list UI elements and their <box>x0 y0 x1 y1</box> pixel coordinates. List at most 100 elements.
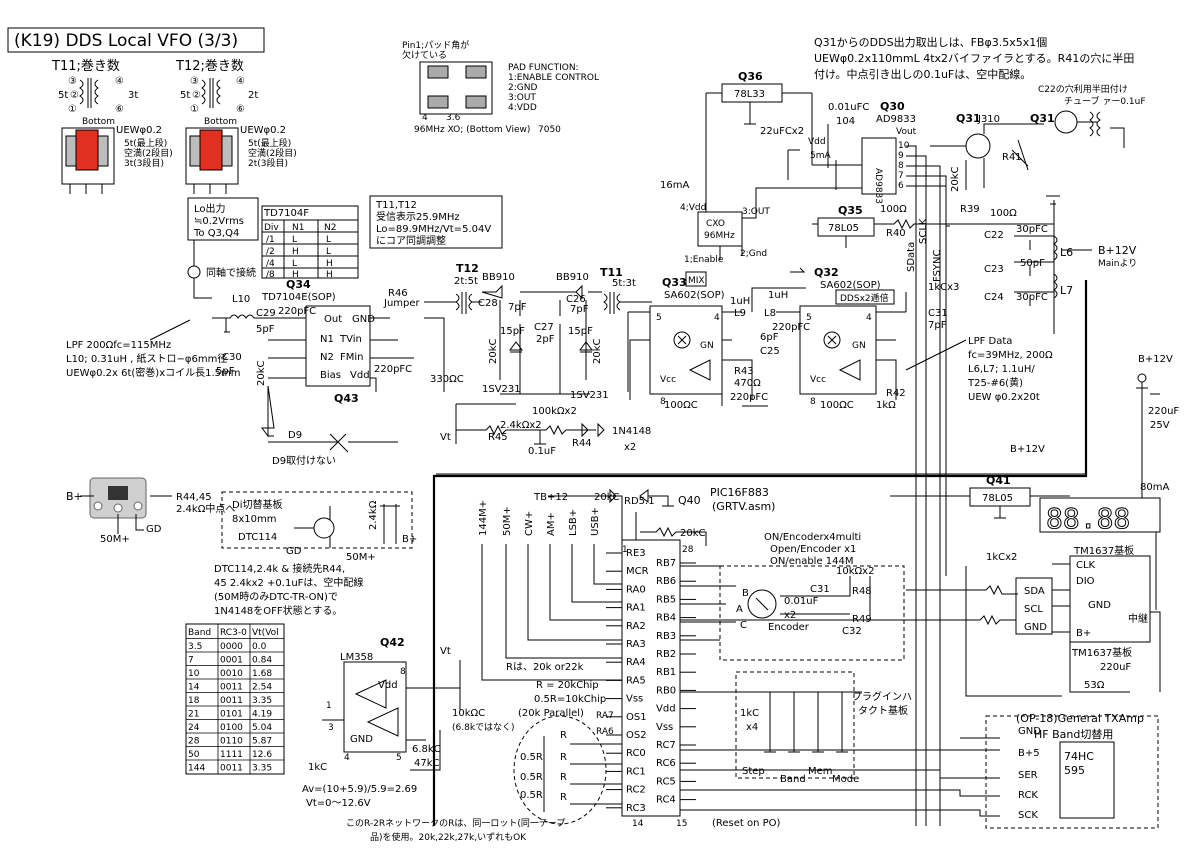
c22-label: C22 <box>984 230 1004 241</box>
signal-wires <box>424 185 950 407</box>
band-table-cell: 0100 <box>220 723 243 733</box>
c29-label: C29 <box>256 308 276 319</box>
title-box <box>7 27 265 53</box>
q34-part: TD7104E(SOP) <box>261 292 336 303</box>
tube-note: チューブ ァー0.1uF <box>1064 95 1146 107</box>
pic-pin-right: Vss <box>656 722 673 733</box>
t11-title: T11;巻き数 <box>51 59 120 74</box>
pic-pin-left: MCR <box>626 566 649 577</box>
c-7p-1: 7pF <box>508 302 527 313</box>
r-100-q31: 100Ω <box>990 208 1017 219</box>
tm1637-label-a: TM1637基板 <box>1073 544 1134 557</box>
lpf-data-note: LPF Data fc=39MHz, 200Ω L6,L7; 1.1uH/ T2… <box>905 336 1053 403</box>
r2r-r2: R <box>560 752 567 763</box>
dds-pin8: 8 <box>898 161 904 171</box>
seven-seg-display <box>1039 497 1161 533</box>
l7-label: L7 <box>1060 284 1073 297</box>
q43-label: Q43 <box>334 392 359 405</box>
svg-text:2.4kΩ: 2.4kΩ <box>368 500 379 530</box>
q36-label: Q36 <box>738 70 763 83</box>
td7104-cell: L <box>326 247 331 257</box>
pic-pin-right: RC5 <box>656 776 676 787</box>
r2r-r1: R <box>560 730 567 741</box>
pic-pin-right: RB1 <box>656 667 676 678</box>
cxo-label: CXO <box>706 219 725 229</box>
xo-pad3: 3:OUT <box>508 93 536 103</box>
r-1kc-q42: 1kC <box>308 762 327 773</box>
l8-value: 1uH <box>768 290 788 301</box>
r2r-05r-3: 0.5R <box>520 790 543 801</box>
td7104-header-div: Div <box>264 223 279 233</box>
band-50m: 50M+ <box>502 506 513 536</box>
q42-part: LM358 <box>340 652 373 663</box>
enc-c: C <box>740 620 747 631</box>
plugin-note1: プラグインハ <box>852 690 912 703</box>
band-table-cell: 2.54 <box>252 683 272 693</box>
q41-label: Q41 <box>986 474 1011 487</box>
band-table-header: RC3-0 <box>220 628 247 638</box>
band-lsb: LSB+ <box>568 509 579 536</box>
td7104-cell: H <box>326 270 333 280</box>
c-001-enc-x2: x2 <box>784 610 796 621</box>
c28-label: C28 <box>478 298 498 309</box>
c27-label: C27 <box>534 322 554 333</box>
i2c-gnd: GND <box>1024 622 1047 633</box>
band-table-cell: 14 <box>188 683 200 693</box>
q42-opamp: Q42 LM358 8 Vdd GND 4 5 3 1 Vt 10kΩC (6.… <box>308 636 515 773</box>
r41-label: R41 <box>1002 152 1022 163</box>
td7104-table: TD7104F Div N1 N2 /1 L L /2 H L /4 L H /… <box>261 205 359 280</box>
r2r-network: R 0.5R R 0.5R R 0.5R R <box>513 715 622 825</box>
r2r-05r-1: 0.5R <box>520 752 543 763</box>
dds-x2-label: DDSx2逓倍 <box>840 292 889 304</box>
svg-text:5: 5 <box>656 313 662 323</box>
pic-pin-right: RB0 <box>656 685 676 696</box>
t11t12-note2: 受信表示25.9MHz <box>376 210 460 223</box>
lpf-note2: L10; 0.31uH , 紙ストロ−φ6mm径 <box>66 352 227 365</box>
t11-pin2: ② <box>70 90 79 101</box>
r-100c-q32: 100ΩC <box>820 400 854 411</box>
l6-label: L6 <box>1060 246 1073 259</box>
display-digits: 88.88 <box>1046 502 1130 535</box>
current-80ma: 80mA <box>1140 482 1169 493</box>
r-1kc-x4: 1kC <box>740 708 759 719</box>
q31-section: Q31 J310 20kC R39 100Ω R41 Q31 <box>930 110 1125 219</box>
svg-text:8: 8 <box>660 397 666 407</box>
xo-pad2: 2:GND <box>508 83 537 93</box>
dds-pin10: 10 <box>898 141 910 151</box>
t11t12-note1: T11,T12 <box>375 200 417 211</box>
q32-mixer: DDSx2逓倍 Q32 SA602(SOP) 5 4 GN Vcc 8 100Ω… <box>730 266 948 411</box>
td7104-cell: /2 <box>266 247 275 257</box>
pic-pin-right: RB6 <box>656 576 676 587</box>
t12-transformer-diagram: T12;巻き数 ③ ④ 5t ② 2t ① ⑥ Bottom UEWφ0.2 5… <box>175 59 297 194</box>
d9-label: D9 <box>288 430 302 441</box>
encoder-knob-icon <box>747 589 777 619</box>
current-5ma: 5mA <box>810 151 831 161</box>
band-inputs: 144M+ 50M+ CW+ AM+ LSB+ USB+ Rは、20k or22… <box>478 500 622 719</box>
band-table-cell: 1111 <box>220 750 243 760</box>
lpf-data-3: L6,L7; 1.1uH/ <box>968 364 1035 375</box>
q33-mixer: MIX Q33 SA602(SOP) 5 4 GN Vcc 8 100ΩC R4… <box>628 271 780 411</box>
c-22u-label: 22uFCx2 <box>760 126 804 137</box>
td7104-cell: /8 <box>266 270 275 280</box>
c22-note: C22の穴利用半田付け <box>1038 83 1128 95</box>
q34-pin-tvin: TVin <box>339 334 362 345</box>
svg-text:5: 5 <box>396 753 402 763</box>
r-68k-note: (6.8kではなく) <box>452 722 515 733</box>
t11-ratio: 5t:3t <box>612 278 636 289</box>
svg-text:3: 3 <box>328 723 334 733</box>
t11-core-icon <box>75 129 99 171</box>
r44-note2: 2.4kΩ中点へ <box>176 502 235 515</box>
pic-pin-left: RC0 <box>626 748 646 759</box>
c-220u-right: 220uF <box>1148 406 1179 417</box>
vt-label-1: Vt <box>440 432 451 443</box>
pic-file: (GRTV.asm) <box>712 500 775 513</box>
dds-section: Q36 78L33 0.01uFC 104 Q30 AD9833 Vout AD… <box>660 70 974 265</box>
t11-note1: 5t(最上段) <box>124 137 167 149</box>
q31-note-line2: UEWφ0.2x110mmL 4tx2バイファイラとする。R41の穴に半田 <box>814 51 1134 65</box>
band-table-cell: 3.5 <box>188 642 202 652</box>
di-50m: 50M+ <box>346 552 376 563</box>
connector-bplus: B+ <box>66 490 83 503</box>
r-20kc-tank2: 20kC <box>592 338 603 364</box>
c31-top-value: 7pF <box>928 320 947 331</box>
